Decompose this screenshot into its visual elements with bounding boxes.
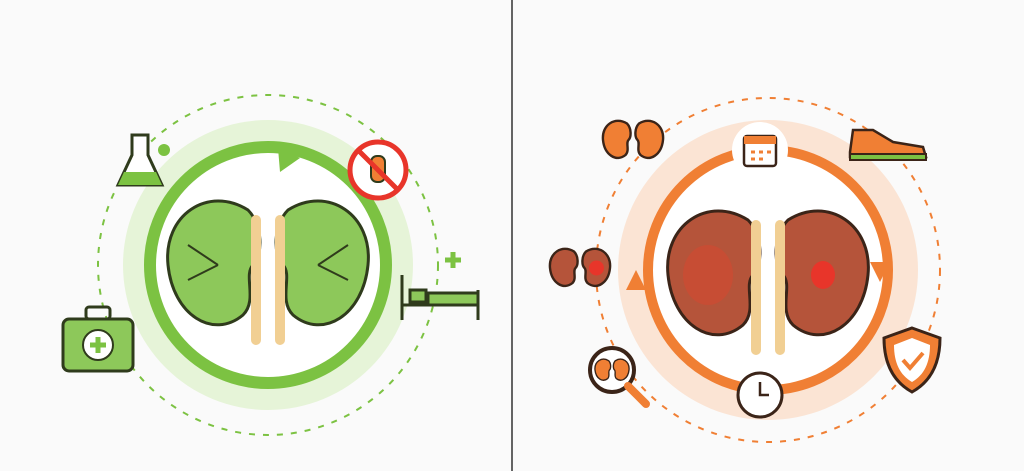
flask-icon xyxy=(115,133,170,187)
no-drinking-icon xyxy=(347,139,409,201)
kidneys-icon xyxy=(601,119,665,160)
kidneys-icon xyxy=(166,199,370,345)
medical-kit-icon xyxy=(61,305,135,373)
left-panel xyxy=(61,94,480,436)
inflamed-kidneys-icon xyxy=(666,209,870,355)
right-panel xyxy=(548,97,942,443)
cycle-arrow-icon xyxy=(278,148,300,172)
sneaker-icon xyxy=(848,128,928,161)
dashed-orbit xyxy=(595,97,941,443)
clock-icon xyxy=(736,371,784,419)
magnifier-kidney-icon xyxy=(588,346,650,408)
hospital-bed-icon xyxy=(400,252,480,320)
dashed-orbit xyxy=(97,94,439,436)
calendar-icon xyxy=(732,122,788,178)
inflamed-kidney-icon xyxy=(548,247,612,288)
shield-check-icon xyxy=(882,326,942,394)
